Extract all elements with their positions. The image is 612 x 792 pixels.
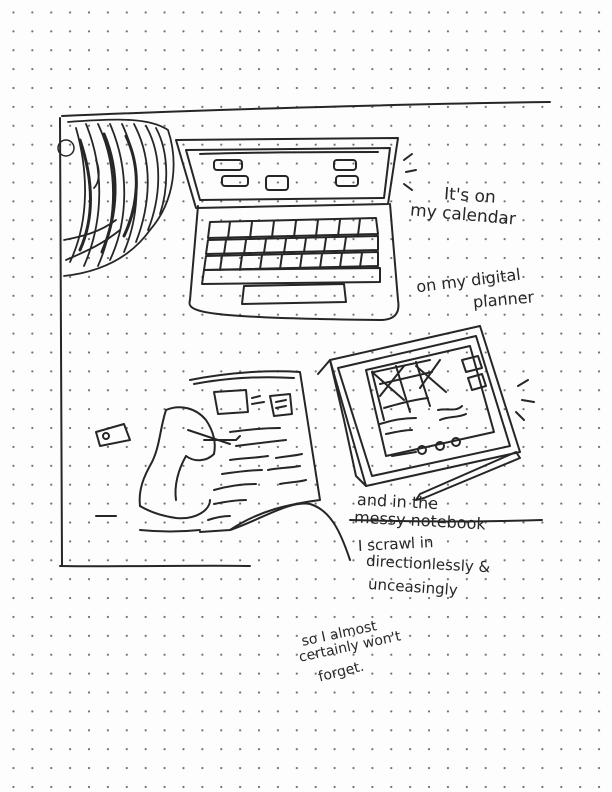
notebook-and-hand-sketch [95, 370, 543, 561]
panel-border [59, 101, 551, 568]
tablet-sketch [317, 325, 535, 501]
laptop-sketch [175, 137, 417, 321]
person-hair-sketch [57, 118, 175, 277]
